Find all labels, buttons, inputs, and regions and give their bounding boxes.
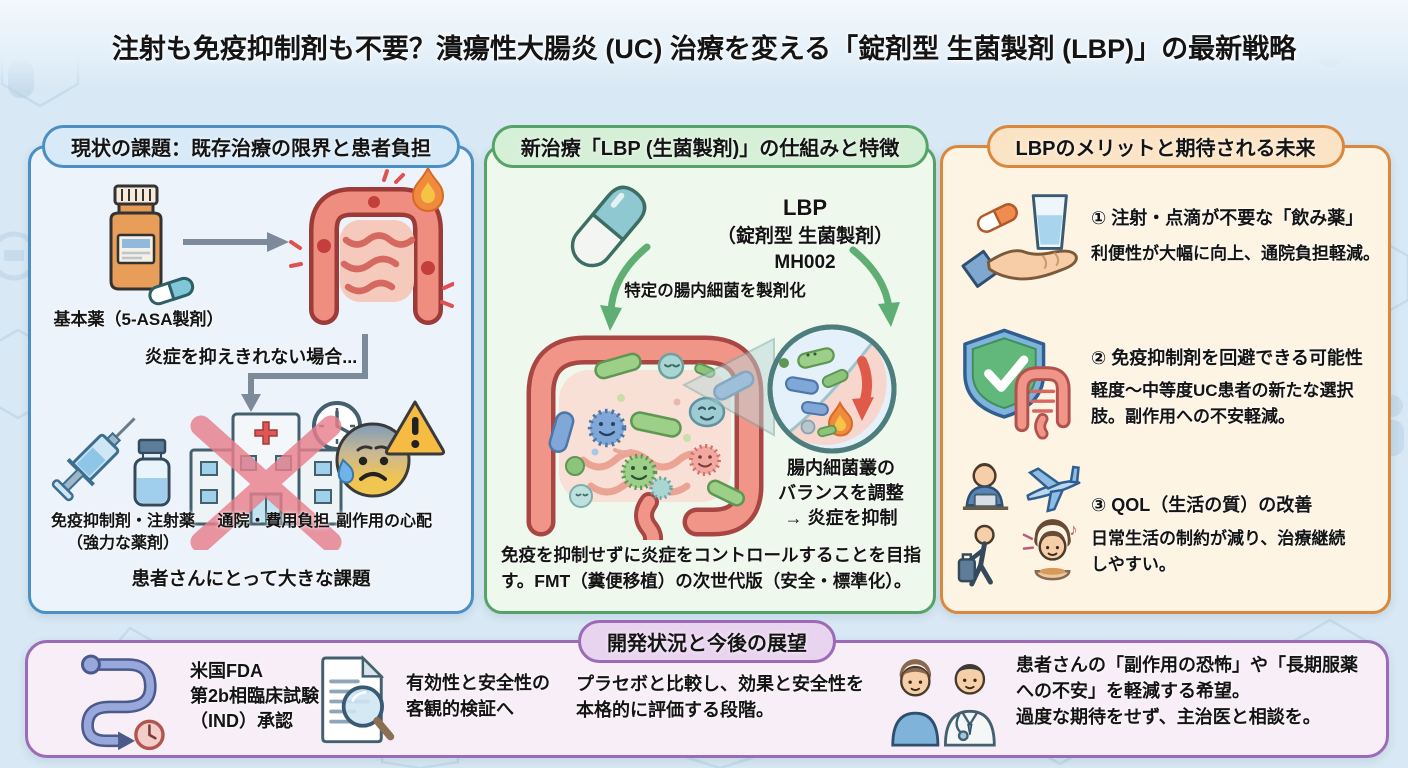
clock-icon [134, 719, 165, 751]
effect-line: バランスを調整 [778, 483, 904, 504]
merit-3-desc-line: しやすい。 [1091, 554, 1176, 574]
panel-lbp-mechanism: 新治療「LBP (生菌製剤)」の仕組みと特徴 LBP （錠剤型 生菌製剤） MH… [484, 125, 936, 614]
panel-development: 開発状況と今後の展望 米国FDA 第2b相臨床試験 （IND）承認 有効性 [25, 620, 1389, 758]
sweat-drop [337, 458, 355, 484]
arrow-right-icon [183, 232, 289, 252]
trial-line: 本格的に評価する段階。 [576, 700, 774, 721]
traveler-icon [957, 524, 995, 587]
verification-text: 有効性と安全性の 客観的検証へ [406, 671, 550, 722]
burden-item-hospital-label: 通院・費用負担 [217, 513, 330, 530]
pain-marks [289, 169, 454, 308]
summary-line: 免疫を抑制せずに炎症をコントロールすることを目指 [501, 545, 921, 565]
panel-lbp-mechanism-header: 新治療「LBP (生菌製剤)」の仕組みと特徴 [491, 125, 929, 168]
patient-doctor-icon [891, 659, 996, 747]
effect-line: 腸内細菌叢の [787, 458, 895, 478]
inflamed-colon-icon [289, 168, 454, 325]
merit-2-desc: 軽度〜中等度UC患者の新たな選択 肢。副作用への不安軽減。 [1091, 378, 1354, 429]
eating-person-icon: ♪ [1022, 519, 1078, 581]
merit-1-desc: 利便性が大幅に向上、通院負担軽減。 [1091, 244, 1380, 263]
magnifier-balance-icon [682, 324, 897, 454]
qol-activities-icon: ♪ [957, 462, 1081, 587]
trial-phase-text: プラセボと比較し、効果と安全性を 本格的に評価する段階。 [576, 671, 864, 723]
page-title: 注射も免疫抑制剤も不要？潰瘍性大腸炎 (UC) 治療を変える「錠剤型 生菌製剤 … [111, 33, 1297, 64]
airplane-icon [1026, 465, 1081, 513]
mini-colon-icon [1014, 366, 1071, 440]
lbp-name: LBP [783, 195, 827, 220]
burden-item-sideeffect-label: 副作用の心配 [335, 513, 432, 530]
shield-check-colon-icon [963, 328, 1071, 440]
merit-3-title: ③ QOL（生活の質）の改善 [1091, 495, 1313, 515]
summary-line: す。FMT（糞便移植）の次世代版（安全・標準化）。 [501, 571, 912, 592]
process-label: 特定の腸内細菌を製剤化 [624, 282, 806, 300]
merit-3-desc: 日常生活の制約が減り、治療継続 しやすい。 [1091, 526, 1345, 577]
mechanism-summary: 免疫を抑制せずに炎症をコントロールすることを目指 す。FMT（糞便移植）の次世代… [501, 542, 925, 595]
panel-development-header: 開発状況と今後の展望 [578, 620, 836, 663]
conclusion-text: 患者さんにとって大きな課題 [131, 568, 371, 589]
elbow-arrow-icon [241, 334, 368, 412]
escalation-note: 炎症を抑えきれない場合... [144, 347, 358, 367]
hand-pill-glass-icon [961, 194, 1078, 288]
bacteria-shapes [548, 352, 755, 508]
flame-icon [411, 168, 445, 212]
good-bacteria [779, 347, 849, 417]
burden-line: 免疫抑制剤・注射薬 [50, 513, 195, 530]
merit-2-desc-line: 軽度〜中等度UC患者の新たな選択 [1091, 381, 1354, 400]
open-hand [986, 249, 1078, 281]
trial-path-clock-icon [81, 654, 165, 751]
lbp-code: MH002 [774, 252, 836, 274]
merit-3-desc-line: 日常生活の制約が減り、治療継続 [1091, 529, 1346, 548]
merit-2-desc-line: 肢。副作用への不安軽減。 [1091, 406, 1295, 426]
medicine-bottle-icon [109, 184, 195, 306]
syringe-vial-icon [51, 417, 171, 507]
verification-line: 有効性と安全性の [406, 673, 550, 693]
base-drug-label: 基本薬（5-ASA製剤） [53, 310, 224, 329]
document-magnifier-icon [321, 654, 395, 744]
curved-arrow-right-icon [849, 246, 900, 327]
music-note-icon: ♪ [1069, 520, 1077, 539]
advice-line: 患者さんの「副作用の恐怖」や「長期服薬 [1016, 655, 1358, 675]
patient-figure [891, 659, 940, 747]
lbp-capsule-label: LBP （錠剤型 生菌製剤） MH002 [683, 193, 927, 277]
vial-icon [133, 438, 171, 507]
trial-line: プラセボと比較し、効果と安全性を [576, 674, 864, 694]
merit-1-title: ① 注射・点滴が不要な「飲み薬」 [1091, 208, 1364, 228]
merit-2-title: ② 免疫抑制剤を回避できる可能性 [1091, 348, 1363, 368]
burden-line: （強力な薬剤） [66, 534, 179, 552]
panel-lbp-merits: LBPのメリットと期待される未来 ① 注射・点滴が不要な「飲み薬」 利便性が大幅… [940, 125, 1391, 614]
fda-milestone-text: 米国FDA 第2b相臨床試験 （IND）承認 [190, 659, 319, 733]
effect-text: 腸内細菌叢の バランスを調整 → 炎症を抑制 [731, 456, 951, 532]
capsule-small-icon [148, 276, 195, 306]
lbp-type: （錠剤型 生菌製剤） [716, 225, 894, 247]
capsule-icon [570, 185, 647, 268]
hospital-crossed-icon [189, 401, 362, 550]
fda-line: （IND）承認 [190, 710, 293, 731]
panel-current-issues-header: 現状の課題：既存治療の限界と患者負担 [42, 125, 460, 168]
effect-line: → 炎症を抑制 [784, 508, 898, 529]
verification-line: 客観的検証へ [406, 698, 514, 719]
fda-line: 米国FDA [190, 661, 263, 681]
curved-arrow-left-icon [600, 243, 651, 331]
doctor-figure [943, 664, 996, 747]
burden-item-immunosuppressant-label: 免疫抑制剤・注射薬 （強力な薬剤） [33, 511, 213, 554]
inflammation-down [800, 356, 874, 438]
fda-line: 第2b相臨床試験 [190, 685, 320, 706]
title-bar: 注射も免疫抑制剤も不要？潰瘍性大腸炎 (UC) 治療を変える「錠剤型 生菌製剤 … [0, 0, 1408, 92]
panel-lbp-merits-header: LBPのメリットと期待される未来 [986, 125, 1345, 168]
patient-advice-text: 患者さんの「副作用の恐怖」や「長期服薬 への不安」を軽減する希望。 過度な期待を… [1016, 653, 1358, 731]
advice-line: 過度な期待をせず、主治医と相談を。 [1016, 706, 1321, 727]
red-x-mark [190, 415, 342, 550]
laptop-person-icon [962, 462, 1009, 510]
panel-current-issues: 現状の課題：既存治療の限界と患者負担 基本薬（5-ASA製剤） [28, 125, 474, 614]
advice-line: への不安」を軽減する希望。 [1016, 680, 1250, 701]
warning-icon [384, 400, 446, 456]
